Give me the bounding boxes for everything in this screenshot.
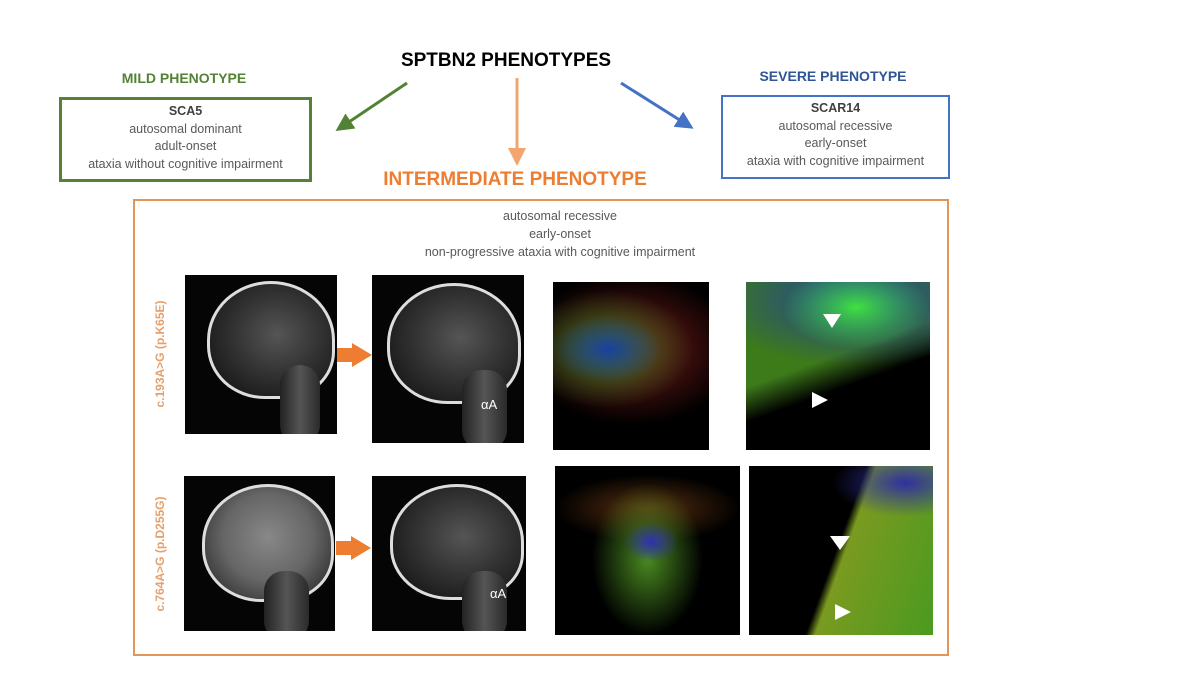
diagram-title: SPTBN2 PHENOTYPES <box>400 50 612 71</box>
intermediate-line: non-progressive ataxia with cognitive im… <box>424 245 696 259</box>
progression-arrow-1 <box>337 343 372 367</box>
mri-image-1a <box>185 275 337 434</box>
variant-label-2: c.764A>G (p.D255G) <box>153 496 167 612</box>
severe-line: ataxia with cognitive impairment <box>746 153 925 168</box>
mild-line: adult-onset <box>154 139 217 153</box>
mild-name: SCA5 <box>168 104 203 118</box>
microscopy-image-3 <box>555 466 740 635</box>
microscopy-image-4 <box>749 466 933 635</box>
mild-line: ataxia without cognitive impairment <box>88 156 283 171</box>
microscopy-image-2 <box>746 282 930 450</box>
mild-phenotype-label: MILD PHENOTYPE <box>121 70 247 86</box>
severe-phenotype-box: SCAR14 autosomal recessive early-onset a… <box>721 95 950 179</box>
arrowhead-marker <box>823 314 841 328</box>
mild-line: autosomal dominant <box>129 121 242 136</box>
mri-image-2a <box>184 476 335 631</box>
severe-name: SCAR14 <box>810 101 861 115</box>
mild-phenotype-box: SCA5 autosomal dominant adult-onset atax… <box>59 97 312 182</box>
intermediate-phenotype-label: INTERMEDIATE PHENOTYPE <box>383 169 647 190</box>
severe-line: early-onset <box>804 136 867 150</box>
mri-annotation: αA <box>490 586 507 601</box>
intermediate-description: autosomal recessive early-onset non-prog… <box>360 207 760 261</box>
mri-annotation: αA <box>481 397 498 412</box>
intermediate-line: early-onset <box>529 227 591 241</box>
variant-label-1: c.193A>G (p.K65E) <box>153 300 167 408</box>
severe-phenotype-label: SEVERE PHENOTYPE <box>759 68 907 84</box>
intermediate-phenotype-box <box>133 199 949 656</box>
mri-image-1b: αA <box>372 275 524 443</box>
arrow-to-severe <box>620 81 694 129</box>
arrowhead-marker <box>835 604 851 620</box>
microscopy-image-1 <box>553 282 709 450</box>
mri-image-2b: αA <box>372 476 526 631</box>
arrowhead-marker <box>812 392 828 408</box>
arrowhead-marker <box>830 536 850 550</box>
severe-line: autosomal recessive <box>778 118 893 133</box>
arrow-to-mild <box>335 81 408 132</box>
intermediate-line: autosomal recessive <box>503 209 617 223</box>
progression-arrow-2 <box>336 536 371 560</box>
